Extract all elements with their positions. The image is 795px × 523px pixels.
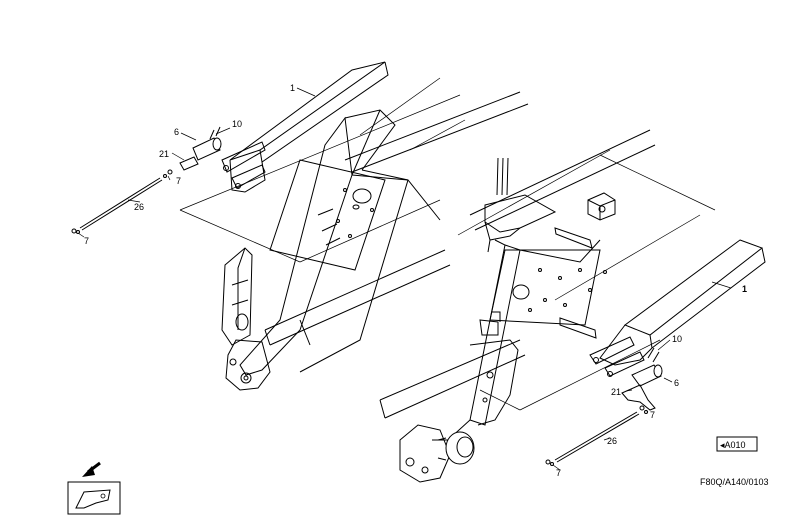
callout-left-6: 6	[174, 127, 179, 137]
callout-right-7b: 7	[556, 468, 561, 478]
direction-arrow-icon	[82, 461, 101, 477]
callout-right-6: 6	[674, 378, 679, 388]
page-reference[interactable]: ◂A010	[716, 436, 758, 452]
right-frame-assembly	[379, 129, 766, 483]
callout-right-1: 1	[742, 284, 747, 294]
callout-right-10: 10	[672, 334, 682, 344]
callout-right-26: 26	[607, 436, 617, 446]
callout-left-26: 26	[134, 202, 144, 212]
page-reference-label: ◂A010	[720, 440, 746, 450]
callout-left-21: 21	[159, 149, 169, 159]
left-frame-assembly	[71, 61, 529, 391]
callout-right-21: 21	[611, 387, 621, 397]
callout-left-1: 1	[290, 83, 295, 93]
callout-right-7a: 7	[650, 410, 655, 420]
callout-left-10: 10	[232, 119, 242, 129]
section-marker-icon	[67, 481, 121, 515]
callout-labels: 1 6 10 21 7 26 7 1 10 6 21 7 26 7	[84, 83, 747, 478]
drawing-code: F80Q/A140/0103	[700, 477, 769, 487]
leader-lines	[77, 87, 732, 471]
callout-left-7b: 7	[84, 236, 89, 246]
callout-left-7a: 7	[176, 176, 181, 186]
